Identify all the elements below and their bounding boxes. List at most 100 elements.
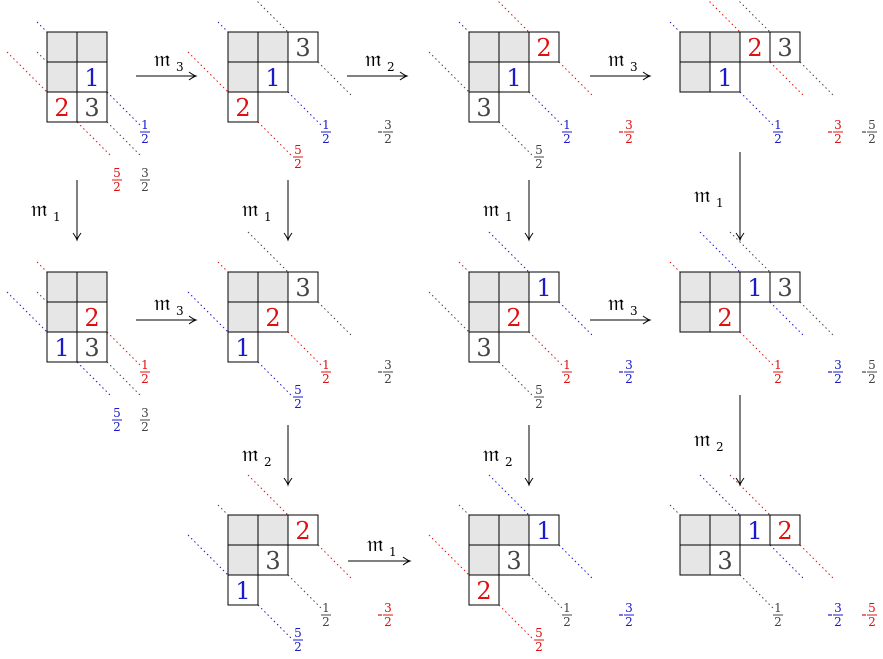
fraction-numerator: 5 xyxy=(535,143,543,157)
filled-cell xyxy=(257,301,289,333)
shaded-cell xyxy=(257,31,289,63)
filled-cell xyxy=(498,544,530,576)
fraction-denominator: 2 xyxy=(774,372,782,386)
shaded-cell xyxy=(227,31,259,63)
fraction-numerator: 1 xyxy=(774,118,782,132)
shaded-cell xyxy=(498,514,530,546)
fraction-denominator: 2 xyxy=(141,420,149,434)
shaded-cell xyxy=(468,61,500,93)
fraction-denominator: 2 xyxy=(868,615,876,629)
filled-cell xyxy=(227,91,259,123)
arrow-label: 𝔪 xyxy=(365,47,382,72)
fraction-label: 12 xyxy=(321,118,331,146)
arrow-label-subscript: 1 xyxy=(264,210,272,224)
filled-cell xyxy=(769,31,801,63)
shaded-cell xyxy=(468,271,500,303)
shaded-cell xyxy=(468,544,500,576)
cell-entry-1: 1 xyxy=(54,334,69,362)
shaded-cell xyxy=(46,271,78,303)
arrow-label-subscript: 2 xyxy=(505,455,513,469)
shaded-cell xyxy=(76,31,108,63)
fraction-label: 12 xyxy=(773,118,783,146)
fraction-numerator: 5 xyxy=(868,118,876,132)
fraction-label: 32 xyxy=(140,166,150,194)
arrow-head xyxy=(283,477,293,487)
fraction-numerator: 1 xyxy=(774,601,782,615)
fraction-denominator: 2 xyxy=(774,615,782,629)
fraction-denominator: 2 xyxy=(625,615,633,629)
shaded-cell xyxy=(257,271,289,303)
fraction-denominator: 2 xyxy=(625,372,633,386)
fraction-label: 12 xyxy=(140,358,150,386)
filled-cell xyxy=(709,544,741,576)
shaded-cell xyxy=(227,301,259,333)
fraction-numerator: 1 xyxy=(563,118,571,132)
fraction-denominator: 2 xyxy=(563,132,571,146)
fraction-numerator: 3 xyxy=(625,358,633,372)
fraction-numerator: 1 xyxy=(322,358,330,372)
fraction-label: 32 xyxy=(378,118,393,146)
arrow-head xyxy=(524,477,534,487)
shaded-cell xyxy=(227,544,259,576)
filled-cell xyxy=(287,31,319,63)
cell-entry-3: 3 xyxy=(476,94,491,122)
arrow-label-subscript: 1 xyxy=(53,210,61,224)
fraction-numerator: 3 xyxy=(625,601,633,615)
arrow-label-subscript: 3 xyxy=(176,304,184,318)
fraction-numerator: 5 xyxy=(535,383,543,397)
shaded-cell xyxy=(46,31,78,63)
fraction-denominator: 2 xyxy=(322,372,330,386)
fraction-label: 12 xyxy=(321,358,331,386)
fraction-denominator: 2 xyxy=(294,640,302,654)
fraction-numerator: 5 xyxy=(294,383,302,397)
shaded-cell xyxy=(709,31,741,63)
cell-entry-3: 3 xyxy=(717,547,732,575)
arrow-label-subscript: 2 xyxy=(716,440,724,454)
arrow-label-subscript: 2 xyxy=(387,60,395,74)
filled-cell xyxy=(257,544,289,576)
cell-entry-1: 1 xyxy=(235,577,250,605)
filled-cell xyxy=(287,271,319,303)
cell-entry-3: 3 xyxy=(777,34,792,62)
fraction-denominator: 2 xyxy=(294,157,302,171)
fraction-numerator: 3 xyxy=(834,118,842,132)
cell-entry-2: 2 xyxy=(84,304,99,332)
fraction-denominator: 2 xyxy=(322,132,330,146)
fraction-label: 32 xyxy=(828,601,843,629)
cell-entry-2: 2 xyxy=(235,94,250,122)
fraction-denominator: 2 xyxy=(563,615,571,629)
cell-entry-3: 3 xyxy=(84,94,99,122)
cell-entry-2: 2 xyxy=(476,577,491,605)
filled-cell xyxy=(287,514,319,546)
arrow-label-subscript: 1 xyxy=(505,210,513,224)
arrow-head xyxy=(399,71,409,81)
fraction-denominator: 2 xyxy=(868,132,876,146)
fraction-denominator: 2 xyxy=(625,132,633,146)
cell-entry-2: 2 xyxy=(506,304,521,332)
fraction-label: 32 xyxy=(828,358,843,386)
arrow-head xyxy=(735,477,745,487)
fraction-denominator: 2 xyxy=(141,180,149,194)
fraction-denominator: 2 xyxy=(113,180,121,194)
shaded-cell xyxy=(468,31,500,63)
filled-cell xyxy=(468,574,500,606)
arrow-label-subscript: 3 xyxy=(176,60,184,74)
fraction-numerator: 3 xyxy=(384,118,392,132)
filled-cell xyxy=(739,514,771,546)
filled-cell xyxy=(528,31,560,63)
arrow-label: 𝔪 xyxy=(242,197,259,222)
fraction-numerator: 5 xyxy=(868,601,876,615)
shaded-cell xyxy=(227,514,259,546)
fraction-label: 52 xyxy=(862,358,877,386)
cell-entry-2: 2 xyxy=(717,304,732,332)
